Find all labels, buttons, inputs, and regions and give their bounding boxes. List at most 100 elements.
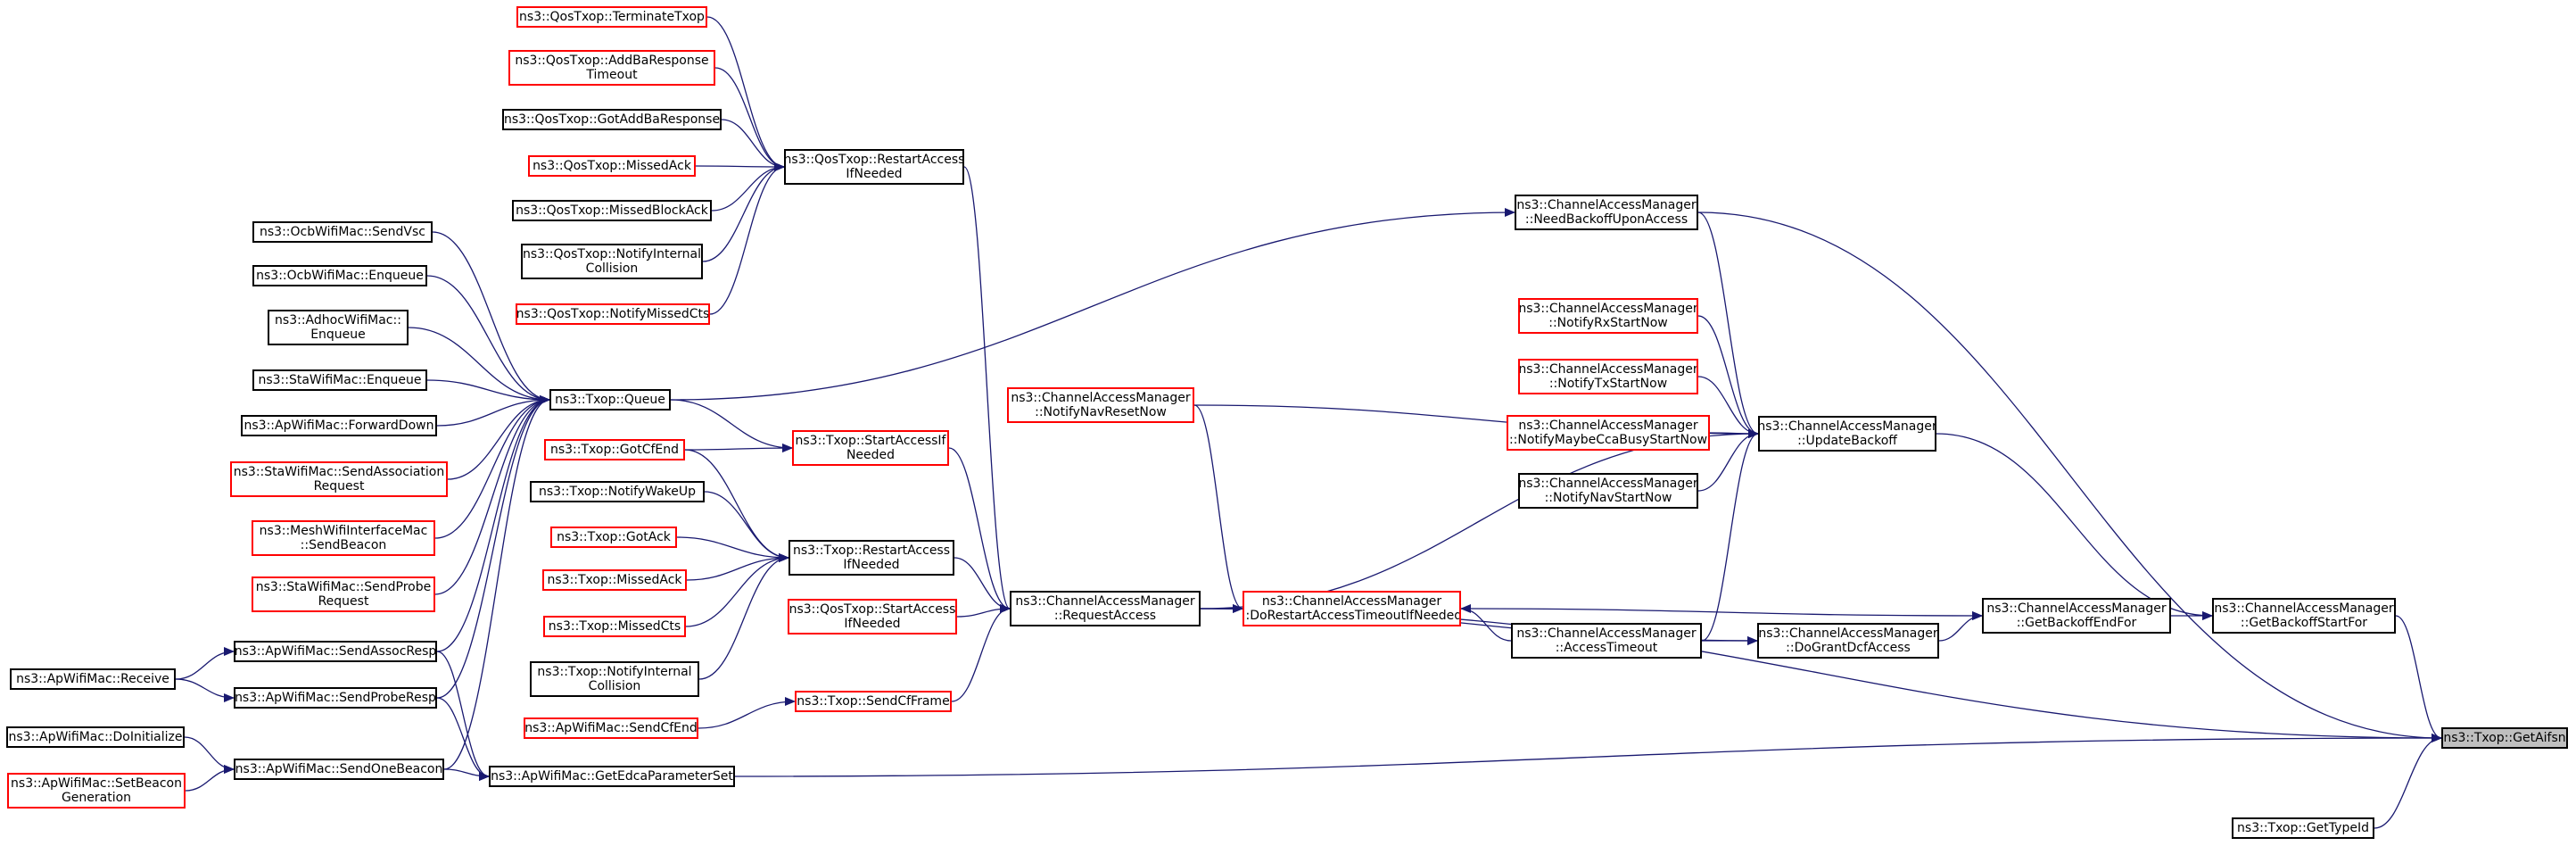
node-label-line: ns3::ApWifiMac::SendAssocResp bbox=[234, 644, 437, 659]
edge-restart-access-if-needed-qos-to-cam-request-access bbox=[963, 166, 1011, 613]
node-label-line: ns3::Txop::Queue bbox=[555, 393, 665, 407]
node-cam-notify-nav-reset-now[interactable]: ns3::ChannelAccessManager::NotifyNavRese… bbox=[1007, 387, 1194, 423]
node-txop-get-type-id[interactable]: ns3::Txop::GetTypeId bbox=[2232, 817, 2374, 839]
node-label-line: ::AccessTimeout bbox=[1555, 641, 1658, 655]
node-label-line: ns3::ChannelAccessManager bbox=[1758, 626, 1938, 641]
node-cam-get-backoff-start-for[interactable]: ns3::ChannelAccessManager::GetBackoffSta… bbox=[2212, 598, 2396, 634]
edge-sta-enqueue-to-txop-queue bbox=[426, 379, 550, 404]
edge-qos-notify-internal-collision-to-restart-access-if-needed-qos bbox=[702, 162, 785, 262]
edge-txop-got-cf-end-to-txop-start-access-if-needed bbox=[684, 444, 793, 453]
node-cam-access-timeout[interactable]: ns3::ChannelAccessManager::AccessTimeout bbox=[1511, 623, 1702, 659]
node-label-line: ns3::ChannelAccessManager bbox=[1011, 391, 1191, 405]
edge-txop-missed-cts-to-txop-restart-access-if-needed bbox=[685, 553, 789, 627]
node-label-line: Collision bbox=[588, 679, 641, 693]
edge-cam-need-backoff-upon-access-to-txop-get-aifsn bbox=[1697, 212, 2442, 742]
edge-cam-get-backoff-start-for-to-txop-get-aifsn bbox=[2395, 615, 2442, 742]
node-cam-request-access[interactable]: ns3::ChannelAccessManager::RequestAccess bbox=[1010, 591, 1201, 626]
node-label-line: ns3::StaWifiMac::Enqueue bbox=[258, 373, 422, 387]
node-txop-missed-ack[interactable]: ns3::Txop::MissedAck bbox=[542, 569, 687, 591]
edge-txop-queue-to-txop-start-access-if-needed bbox=[670, 399, 793, 452]
node-txop-send-cf-frame[interactable]: ns3::Txop::SendCfFrame bbox=[795, 691, 952, 712]
node-txop-missed-cts[interactable]: ns3::Txop::MissedCts bbox=[543, 616, 686, 637]
node-cam-need-backoff-upon-access[interactable]: ns3::ChannelAccessManager::NeedBackoffUp… bbox=[1515, 195, 1698, 230]
node-got-add-ba-response[interactable]: ns3::QosTxop::GotAddBaResponse bbox=[502, 109, 722, 130]
node-label-line: ns3::ApWifiMac::SendProbeResp bbox=[235, 691, 436, 705]
node-ap-send-one-beacon[interactable]: ns3::ApWifiMac::SendOneBeacon bbox=[234, 759, 444, 780]
edge-mesh-send-beacon-to-txop-queue bbox=[434, 395, 550, 539]
edge-txop-notify-internal-collision-to-txop-restart-access-if-needed bbox=[698, 553, 789, 680]
node-label-line: ns3::ChannelAccessManager bbox=[1516, 198, 1697, 212]
node-label-line: ns3::QosTxop::RestartAccess bbox=[784, 153, 964, 167]
edge-txop-start-access-if-needed-to-cam-request-access bbox=[948, 447, 1011, 613]
node-label-line: ns3::Txop::MissedAck bbox=[547, 573, 682, 587]
node-cam-update-backoff[interactable]: ns3::ChannelAccessManager::UpdateBackoff bbox=[1758, 416, 1936, 452]
node-sta-enqueue[interactable]: ns3::StaWifiMac::Enqueue bbox=[252, 369, 427, 391]
node-label-line: Collision bbox=[585, 261, 639, 276]
node-txop-get-aifsn[interactable]: ns3::Txop::GetAifsn bbox=[2441, 727, 2568, 749]
node-label-line: ns3::Txop::GotCfEnd bbox=[549, 443, 679, 457]
node-label-line: ns3::ApWifiMac::GetEdcaParameterSet bbox=[491, 769, 733, 784]
node-label-line: ::NotifyRxStartNow bbox=[1548, 316, 1668, 330]
node-label-line: ns3::Txop::GetAifsn bbox=[2443, 731, 2566, 745]
node-qos-missed-ack[interactable]: ns3::QosTxop::MissedAck bbox=[528, 155, 696, 177]
node-label-line: ns3::QosTxop::StartAccess bbox=[788, 602, 956, 617]
node-label-line: ns3::StaWifiMac::SendProbe bbox=[255, 580, 432, 594]
node-ap-receive[interactable]: ns3::ApWifiMac::Receive bbox=[10, 668, 176, 690]
node-ap-send-probe-resp[interactable]: ns3::ApWifiMac::SendProbeResp bbox=[234, 687, 437, 709]
node-txop-notify-wake-up[interactable]: ns3::Txop::NotifyWakeUp bbox=[530, 481, 705, 502]
node-cam-notify-rx-start-now[interactable]: ns3::ChannelAccessManager::NotifyRxStart… bbox=[1518, 298, 1698, 334]
node-cam-do-restart-access-timeout[interactable]: ns3::ChannelAccessManager::DoRestartAcce… bbox=[1243, 591, 1461, 626]
node-notify-missed-cts[interactable]: ns3::QosTxop::NotifyMissedCts bbox=[516, 303, 710, 325]
edge-ap-get-edca-parameter-set-to-txop-get-aifsn bbox=[734, 734, 2442, 777]
node-label-line: ns3::ChannelAccessManager bbox=[1518, 477, 1698, 491]
node-label-line: ns3::ChannelAccessManager bbox=[1518, 419, 1698, 433]
node-mesh-send-beacon[interactable]: ns3::MeshWifiInterfaceMac::SendBeacon bbox=[252, 520, 435, 556]
node-txop-got-cf-end[interactable]: ns3::Txop::GotCfEnd bbox=[544, 439, 685, 460]
node-label-line: ns3::ChannelAccessManager bbox=[1516, 626, 1697, 641]
edge-notify-missed-cts-to-restart-access-if-needed-qos bbox=[709, 162, 785, 315]
node-label-line: ns3::OcbWifiMac::SendVsc bbox=[260, 225, 425, 239]
node-missed-block-ack[interactable]: ns3::QosTxop::MissedBlockAck bbox=[512, 200, 712, 221]
node-label-line: Request bbox=[318, 594, 369, 609]
edge-ap-receive-to-ap-send-probe-resp bbox=[175, 678, 235, 702]
node-ap-do-initialize[interactable]: ns3::ApWifiMac::DoInitialize bbox=[6, 726, 185, 748]
edge-ap-send-assoc-resp-to-txop-queue bbox=[436, 395, 550, 652]
node-cam-notify-maybe-cca-busy[interactable]: ns3::ChannelAccessManager::NotifyMaybeCc… bbox=[1507, 415, 1710, 451]
edge-ocb-send-vsc-to-txop-queue bbox=[432, 231, 550, 404]
edge-adhoc-enqueue-to-txop-queue bbox=[408, 327, 550, 404]
edge-cam-need-backoff-upon-access-to-cam-update-backoff bbox=[1697, 212, 1759, 438]
node-cam-notify-nav-start-now[interactable]: ns3::ChannelAccessManager::NotifyNavStar… bbox=[1518, 473, 1698, 509]
edge-ap-send-assoc-resp-to-ap-get-edca-parameter-set bbox=[436, 651, 490, 781]
node-txop-got-ack[interactable]: ns3::Txop::GotAck bbox=[550, 527, 677, 548]
node-ap-get-edca-parameter-set[interactable]: ns3::ApWifiMac::GetEdcaParameterSet bbox=[489, 766, 735, 787]
node-ap-forward-down[interactable]: ns3::ApWifiMac::ForwardDown bbox=[241, 415, 437, 436]
edge-txop-queue-to-cam-need-backoff-upon-access bbox=[670, 208, 1515, 401]
node-ocb-send-vsc[interactable]: ns3::OcbWifiMac::SendVsc bbox=[252, 221, 433, 243]
node-label-line: ns3::QosTxop::MissedAck bbox=[533, 159, 691, 173]
node-terminate-txop[interactable]: ns3::QosTxop::TerminateTxop bbox=[516, 6, 707, 28]
node-label-line: ::NeedBackoffUponAccess bbox=[1524, 212, 1688, 227]
edge-ap-forward-down-to-txop-queue bbox=[436, 395, 550, 427]
node-label-line: ns3::Txop::MissedCts bbox=[548, 619, 681, 634]
node-label-line: ns3::MeshWifiInterfaceMac bbox=[259, 524, 428, 538]
node-ap-send-cf-end[interactable]: ns3::ApWifiMac::SendCfEnd bbox=[524, 717, 698, 739]
edge-txop-got-ack-to-txop-restart-access-if-needed bbox=[676, 536, 789, 562]
node-ocb-enqueue[interactable]: ns3::OcbWifiMac::Enqueue bbox=[252, 265, 427, 286]
node-label-line: ns3::ApWifiMac::ForwardDown bbox=[244, 419, 434, 433]
node-adhoc-enqueue[interactable]: ns3::AdhocWifiMac::Enqueue bbox=[268, 310, 409, 345]
node-txop-queue[interactable]: ns3::Txop::Queue bbox=[549, 389, 671, 411]
node-ap-send-assoc-resp[interactable]: ns3::ApWifiMac::SendAssocResp bbox=[234, 641, 437, 662]
node-cam-do-grant-dcf-access[interactable]: ns3::ChannelAccessManager::DoGrantDcfAcc… bbox=[1757, 623, 1939, 659]
node-cam-get-backoff-end-for[interactable]: ns3::ChannelAccessManager::GetBackoffEnd… bbox=[1982, 598, 2171, 634]
node-cam-notify-tx-start-now[interactable]: ns3::ChannelAccessManager::NotifyTxStart… bbox=[1518, 359, 1698, 394]
